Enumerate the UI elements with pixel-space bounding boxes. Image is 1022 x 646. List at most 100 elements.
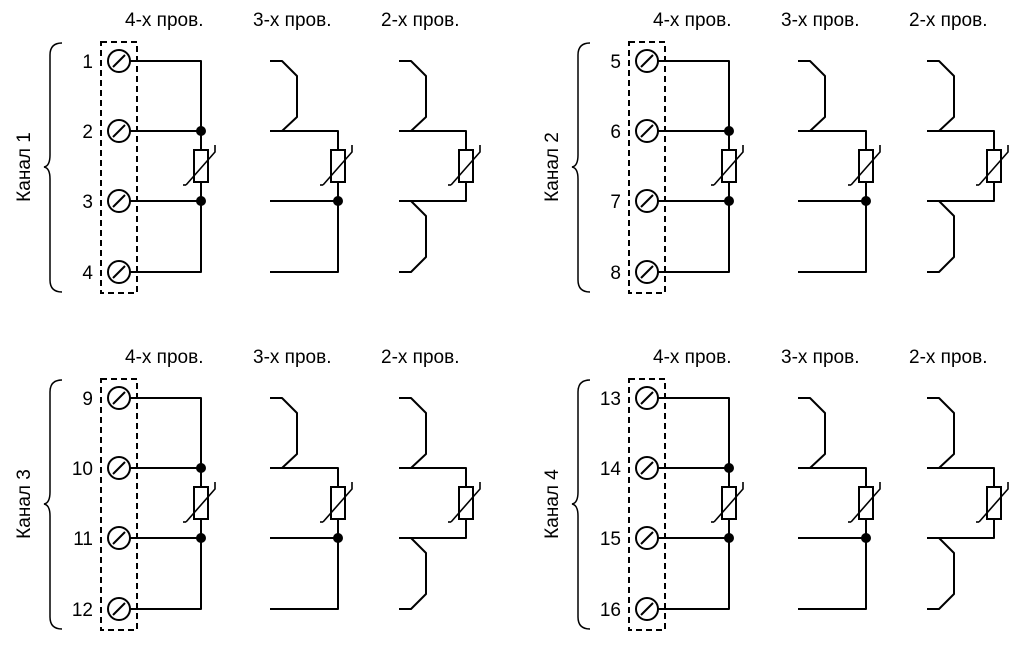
pin-number: 11: [73, 529, 93, 550]
wire-4w-top: [130, 397, 202, 468]
thermistor-arrow: [450, 482, 481, 523]
terminal-slash: [640, 124, 654, 138]
resistor-body: [330, 486, 346, 520]
junction-dot: [196, 196, 206, 206]
channel-label: Канал 3: [14, 469, 35, 539]
junction-dot: [196, 533, 206, 543]
pin-number: 2: [82, 122, 93, 143]
thermistor-icon: [320, 145, 353, 186]
junction-dot: [333, 533, 343, 543]
wire-3w-2: [798, 467, 867, 538]
pin-number: 8: [610, 263, 621, 284]
screw-terminal-icon: [107, 49, 131, 73]
junction-dot: [333, 196, 343, 206]
wire-4w-bottom: [658, 538, 730, 610]
channel-label: Канал 4: [542, 469, 563, 539]
terminal-slash: [640, 194, 654, 208]
wiring-header: 3-х пров.: [781, 347, 859, 368]
screw-terminal-icon: [107, 119, 131, 143]
resistor-body: [193, 149, 209, 183]
wiring-header: 4-х пров.: [125, 10, 203, 31]
screw-terminal-icon: [107, 386, 131, 410]
junction-dot: [724, 196, 734, 206]
resistor-body: [330, 149, 346, 183]
thermistor-arrow: [185, 482, 216, 523]
terminal-slash: [640, 54, 654, 68]
wire-2w-jumper-bottom: [927, 537, 955, 610]
wire-2w-jumper-top: [927, 397, 955, 469]
screw-terminal-icon: [107, 597, 131, 621]
resistor-body: [193, 486, 209, 520]
thermistor-arrow: [713, 145, 744, 186]
pin-number: 13: [600, 389, 621, 410]
junction-dot: [196, 463, 206, 473]
junction-dot: [861, 196, 871, 206]
junction-dot: [196, 126, 206, 136]
wire-2w-jumper-top: [399, 60, 427, 132]
terminal-slash: [640, 461, 654, 475]
pin-number: 9: [82, 389, 93, 410]
pin-number: 10: [72, 459, 93, 480]
thermistor-arrow: [850, 145, 881, 186]
channel-brace: [43, 379, 63, 630]
resistor-body: [986, 486, 1002, 520]
terminal-block: [100, 41, 138, 294]
resistor-body: [458, 149, 474, 183]
wiring-header: 2-х пров.: [381, 10, 459, 31]
resistor-body: [986, 149, 1002, 183]
pin-number: 3: [82, 192, 93, 213]
wire-2w-loop: [399, 130, 467, 202]
screw-terminal-icon: [635, 119, 659, 143]
terminal-block: [628, 41, 666, 294]
terminal-slash: [640, 391, 654, 405]
thermistor-icon: [848, 145, 881, 186]
screw-terminal-icon: [635, 260, 659, 284]
screw-terminal-icon: [107, 260, 131, 284]
junction-dot: [724, 533, 734, 543]
pin-number: 14: [600, 459, 622, 480]
terminal-block: [100, 378, 138, 631]
thermistor-arrow: [978, 145, 1009, 186]
terminal-slash: [112, 602, 126, 616]
terminal-slash: [640, 531, 654, 545]
junction-dot: [724, 126, 734, 136]
screw-terminal-icon: [635, 386, 659, 410]
wire-3w-4: [270, 201, 339, 273]
wiring-header: 4-х пров.: [653, 10, 731, 31]
terminal-slash: [112, 391, 126, 405]
wire-3w-4: [270, 538, 339, 610]
thermistor-arrow: [978, 482, 1009, 523]
wire-3w-jumper: [270, 60, 298, 132]
wire-3w-2: [798, 130, 867, 201]
resistor-body: [858, 149, 874, 183]
thermistor-icon: [448, 145, 481, 186]
pin-number: 1: [82, 52, 93, 73]
resistor-body: [721, 149, 737, 183]
screw-terminal-icon: [107, 526, 131, 550]
terminal-slash: [640, 265, 654, 279]
wiring-header: 3-х пров.: [253, 347, 331, 368]
channel-4: 4-х пров.3-х пров.2-х пров.Канал 4131415…: [542, 347, 1009, 631]
channel-label: Канал 1: [14, 132, 35, 202]
terminal-slash: [112, 265, 126, 279]
pin-number: 12: [72, 600, 93, 621]
pin-number: 4: [82, 263, 93, 284]
wire-4w-bottom: [658, 201, 730, 273]
screw-terminal-icon: [107, 189, 131, 213]
thermistor-icon: [183, 482, 216, 523]
resistor-body: [858, 486, 874, 520]
wiring-header: 2-х пров.: [909, 10, 987, 31]
channel-brace: [43, 42, 63, 293]
wire-4w-bottom: [130, 201, 202, 273]
wiring-header: 3-х пров.: [781, 10, 859, 31]
thermistor-icon: [448, 482, 481, 523]
thermistor-arrow: [850, 482, 881, 523]
thermistor-arrow: [450, 145, 481, 186]
thermistor-icon: [320, 482, 353, 523]
thermistor-arrow: [322, 145, 353, 186]
wire-4w-top: [658, 60, 730, 131]
wire-2w-jumper-top: [927, 60, 955, 132]
resistor-body: [721, 486, 737, 520]
